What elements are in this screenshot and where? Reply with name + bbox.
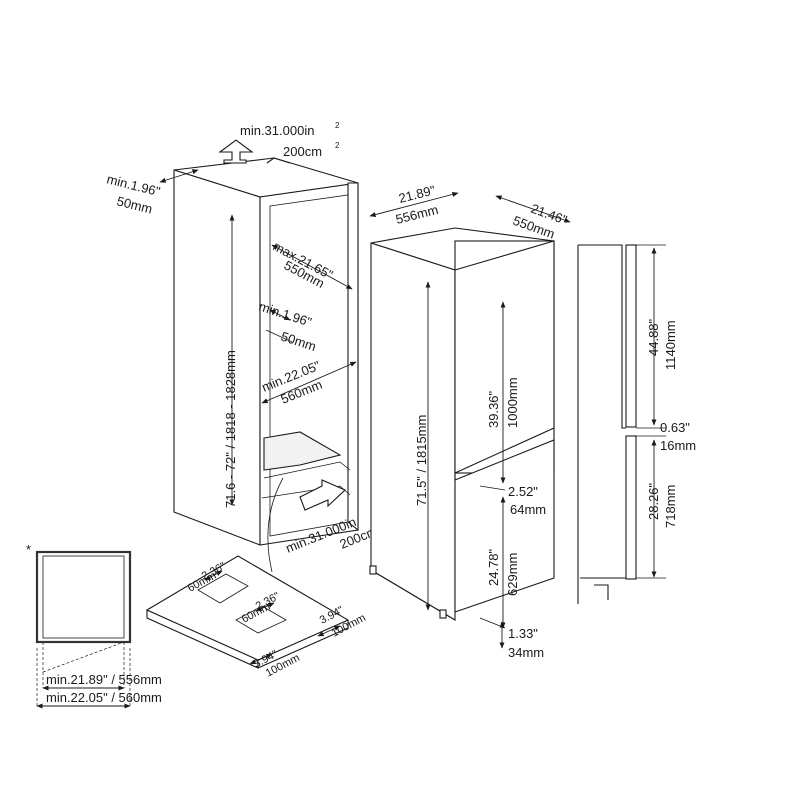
bottom-gap-mm: 34mm bbox=[508, 645, 544, 660]
lower-door-in: 24.78" bbox=[486, 548, 501, 586]
side-upper-mm: 1140mm bbox=[663, 320, 678, 370]
fridge-appliance-drawing bbox=[369, 191, 571, 649]
plinth-cutout-drawing bbox=[145, 555, 350, 669]
airflow-in-arrow-icon bbox=[299, 479, 346, 511]
side-gap-in: 0.63" bbox=[660, 420, 690, 435]
door-gap-mm: 64mm bbox=[510, 502, 546, 517]
side-profile-drawing bbox=[577, 244, 666, 604]
side-upper-in: 44.88" bbox=[646, 318, 661, 356]
airflow-up-arrow-icon bbox=[218, 139, 254, 164]
appliance-height: 71.5" / 1815mm bbox=[414, 415, 429, 506]
plan-width-appliance: min.21.89" / 556mm bbox=[46, 672, 162, 687]
svg-text:2: 2 bbox=[335, 141, 340, 150]
door-gap-in: 2.52" bbox=[508, 484, 538, 499]
rear-gap-in: min.1.96" bbox=[105, 171, 162, 199]
side-gap-mm: 16mm bbox=[660, 438, 696, 453]
side-lower-mm: 718mm bbox=[663, 485, 678, 528]
plan-width-niche: min.22.05" / 560mm bbox=[46, 690, 162, 705]
cabinet-niche-drawing bbox=[159, 139, 359, 573]
bottom-gap-in: 1.33" bbox=[508, 626, 538, 641]
rear-gap-mm: 50mm bbox=[115, 193, 154, 216]
svg-text:2: 2 bbox=[335, 121, 340, 130]
cabinet-height: 71.6 - 72" / 1818 - 1828mm bbox=[223, 350, 238, 508]
side-lower-in: 28.26" bbox=[646, 482, 661, 520]
plan-view-drawing bbox=[35, 550, 132, 709]
lower-door-mm: 629mm bbox=[505, 553, 520, 596]
plan-view-marker: * bbox=[26, 542, 31, 557]
upper-door-mm: 1000mm bbox=[505, 377, 520, 428]
upper-door-in: 39.36" bbox=[486, 390, 501, 428]
top-vent-area-in: min.31.000in bbox=[240, 123, 314, 138]
top-vent-area-cm: 200cm bbox=[283, 144, 322, 159]
